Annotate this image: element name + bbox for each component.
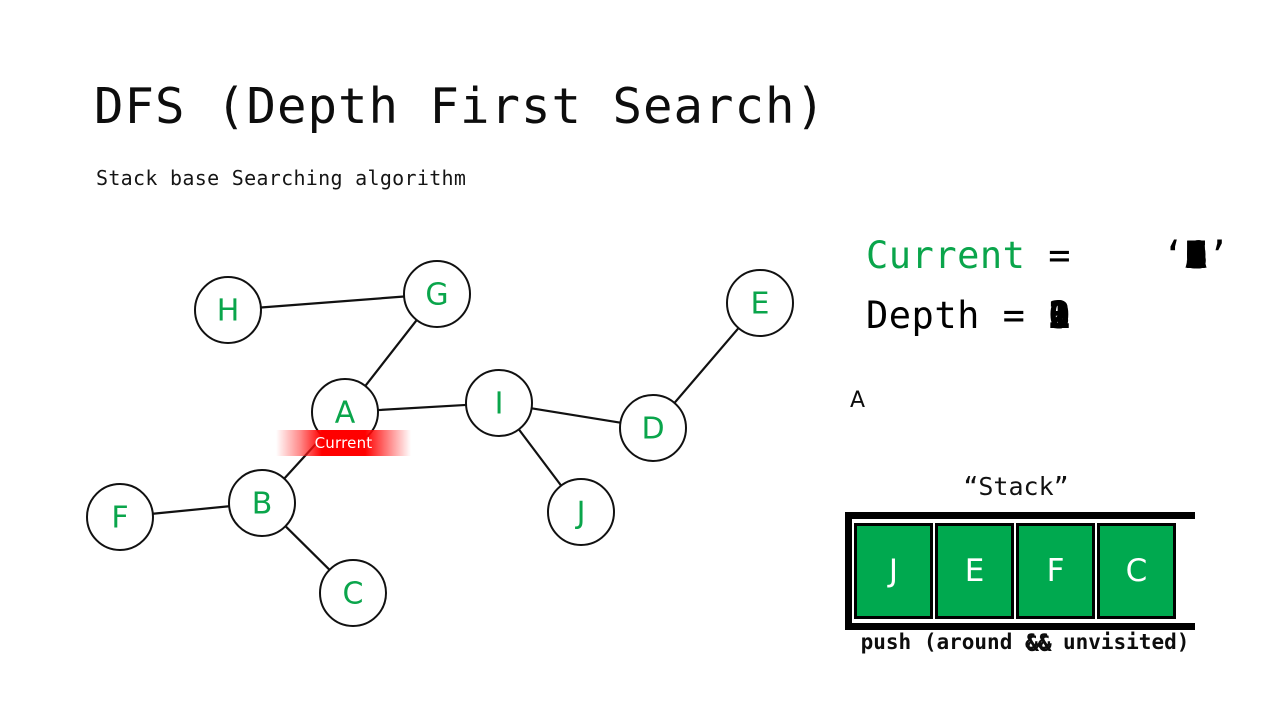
graph-node-label: H bbox=[217, 294, 240, 329]
graph-edge bbox=[259, 295, 406, 309]
stack-cell-label: E bbox=[964, 552, 985, 589]
current-value-glyph: C bbox=[1184, 234, 1208, 277]
current-value-glyph: F bbox=[1184, 234, 1208, 277]
stack-rail-top bbox=[845, 512, 1195, 519]
page-title: DFS (Depth First Search) bbox=[94, 78, 827, 135]
stack-caption-ampersand: && bbox=[1025, 630, 1052, 656]
graph-node-b[interactable]: B bbox=[228, 469, 296, 537]
graph-edges bbox=[151, 295, 740, 571]
graph-node-circle bbox=[228, 469, 296, 537]
graph-panel: H G A I E D J B F C Current bbox=[86, 260, 794, 627]
stack-caption-before: push (around bbox=[860, 630, 1025, 654]
stack-caption-after: unvisited) bbox=[1050, 630, 1190, 654]
graph-edge bbox=[364, 318, 418, 388]
stack-cell-label: F bbox=[1046, 552, 1065, 589]
stack-cell-label: C bbox=[1125, 552, 1148, 589]
current-value-glyph: A bbox=[1184, 234, 1208, 277]
stack-rail-bottom bbox=[845, 623, 1195, 630]
status-current-quote-open: ‘ bbox=[1162, 234, 1185, 277]
current-value-glyph: B bbox=[1184, 234, 1208, 277]
graph-edge bbox=[151, 505, 231, 515]
graph-node-label: F bbox=[111, 501, 128, 536]
stack-title-label: “Stack” bbox=[963, 472, 1069, 501]
graph-node-label: E bbox=[751, 287, 770, 322]
visited-node-list: A bbox=[850, 388, 866, 413]
stack-cell-label: J bbox=[888, 552, 899, 589]
current-node-badge: Current bbox=[276, 430, 411, 456]
graph-node-c[interactable]: C bbox=[319, 559, 387, 627]
current-value-glyph: E bbox=[1184, 234, 1208, 277]
graph-node-label: I bbox=[495, 387, 504, 422]
depth-value-glyph: 0 bbox=[1048, 294, 1071, 337]
graph-node-label: A bbox=[335, 396, 356, 431]
stack-rail-left bbox=[845, 512, 852, 630]
graph-node-circle bbox=[319, 559, 387, 627]
graph-edge bbox=[530, 407, 622, 424]
graph-node-a[interactable]: A bbox=[311, 378, 379, 446]
depth-value-glyph: 3 bbox=[1048, 294, 1071, 337]
graph-nodes: H G A I E D J B F C bbox=[86, 260, 794, 627]
graph-node-circle bbox=[194, 276, 262, 344]
current-value-glyph: J bbox=[1184, 234, 1208, 277]
graph-canvas: H G A I E D J B F C bbox=[86, 260, 794, 627]
stack-cell[interactable]: F bbox=[1016, 523, 1095, 619]
graph-node-e[interactable]: E bbox=[726, 269, 794, 337]
graph-node-circle bbox=[726, 269, 794, 337]
graph-node-label: D bbox=[641, 412, 664, 447]
stack-cell[interactable]: C bbox=[1097, 523, 1176, 619]
depth-value-glyph: 2 bbox=[1048, 294, 1071, 337]
graph-node-label: G bbox=[425, 278, 448, 313]
status-current-quote-close: ’ bbox=[1207, 234, 1230, 277]
graph-node-d[interactable]: D bbox=[619, 394, 687, 462]
graph-node-circle bbox=[403, 260, 471, 328]
status-depth-keyword: Depth bbox=[866, 294, 980, 337]
graph-node-circle bbox=[619, 394, 687, 462]
graph-node-circle bbox=[547, 478, 615, 546]
graph-node-f[interactable]: F bbox=[86, 483, 154, 551]
graph-node-i[interactable]: I bbox=[465, 369, 533, 437]
current-node-badge-label: Current bbox=[314, 433, 373, 452]
graph-node-label: B bbox=[252, 487, 273, 522]
page-subtitle: Stack base Searching algorithm bbox=[96, 166, 467, 190]
graph-node-g[interactable]: G bbox=[403, 260, 471, 328]
graph-edge bbox=[517, 428, 563, 487]
graph-edge bbox=[376, 403, 468, 412]
stack-caption: push (around && unvisited) bbox=[845, 630, 1205, 656]
status-current-keyword: Current bbox=[866, 234, 1026, 277]
graph-node-label: J bbox=[575, 496, 586, 531]
graph-node-label: C bbox=[343, 577, 364, 612]
current-value-glyph: H bbox=[1184, 234, 1208, 277]
depth-value-glyph: 1 bbox=[1048, 294, 1071, 337]
stack-cell[interactable]: E bbox=[935, 523, 1014, 619]
status-depth-equals: = bbox=[979, 294, 1049, 337]
stack-cell[interactable]: J bbox=[854, 523, 933, 619]
status-current-equals: = bbox=[1025, 234, 1163, 277]
graph-node-h[interactable]: H bbox=[194, 276, 262, 344]
current-value-glyph: I bbox=[1184, 234, 1208, 277]
graph-node-j[interactable]: J bbox=[547, 478, 615, 546]
graph-edge bbox=[673, 326, 740, 405]
graph-node-circle bbox=[465, 369, 533, 437]
graph-node-circle bbox=[86, 483, 154, 551]
current-value-glyph: D bbox=[1184, 234, 1208, 277]
graph-edge bbox=[284, 525, 331, 571]
current-value-glyph: G bbox=[1184, 234, 1208, 277]
